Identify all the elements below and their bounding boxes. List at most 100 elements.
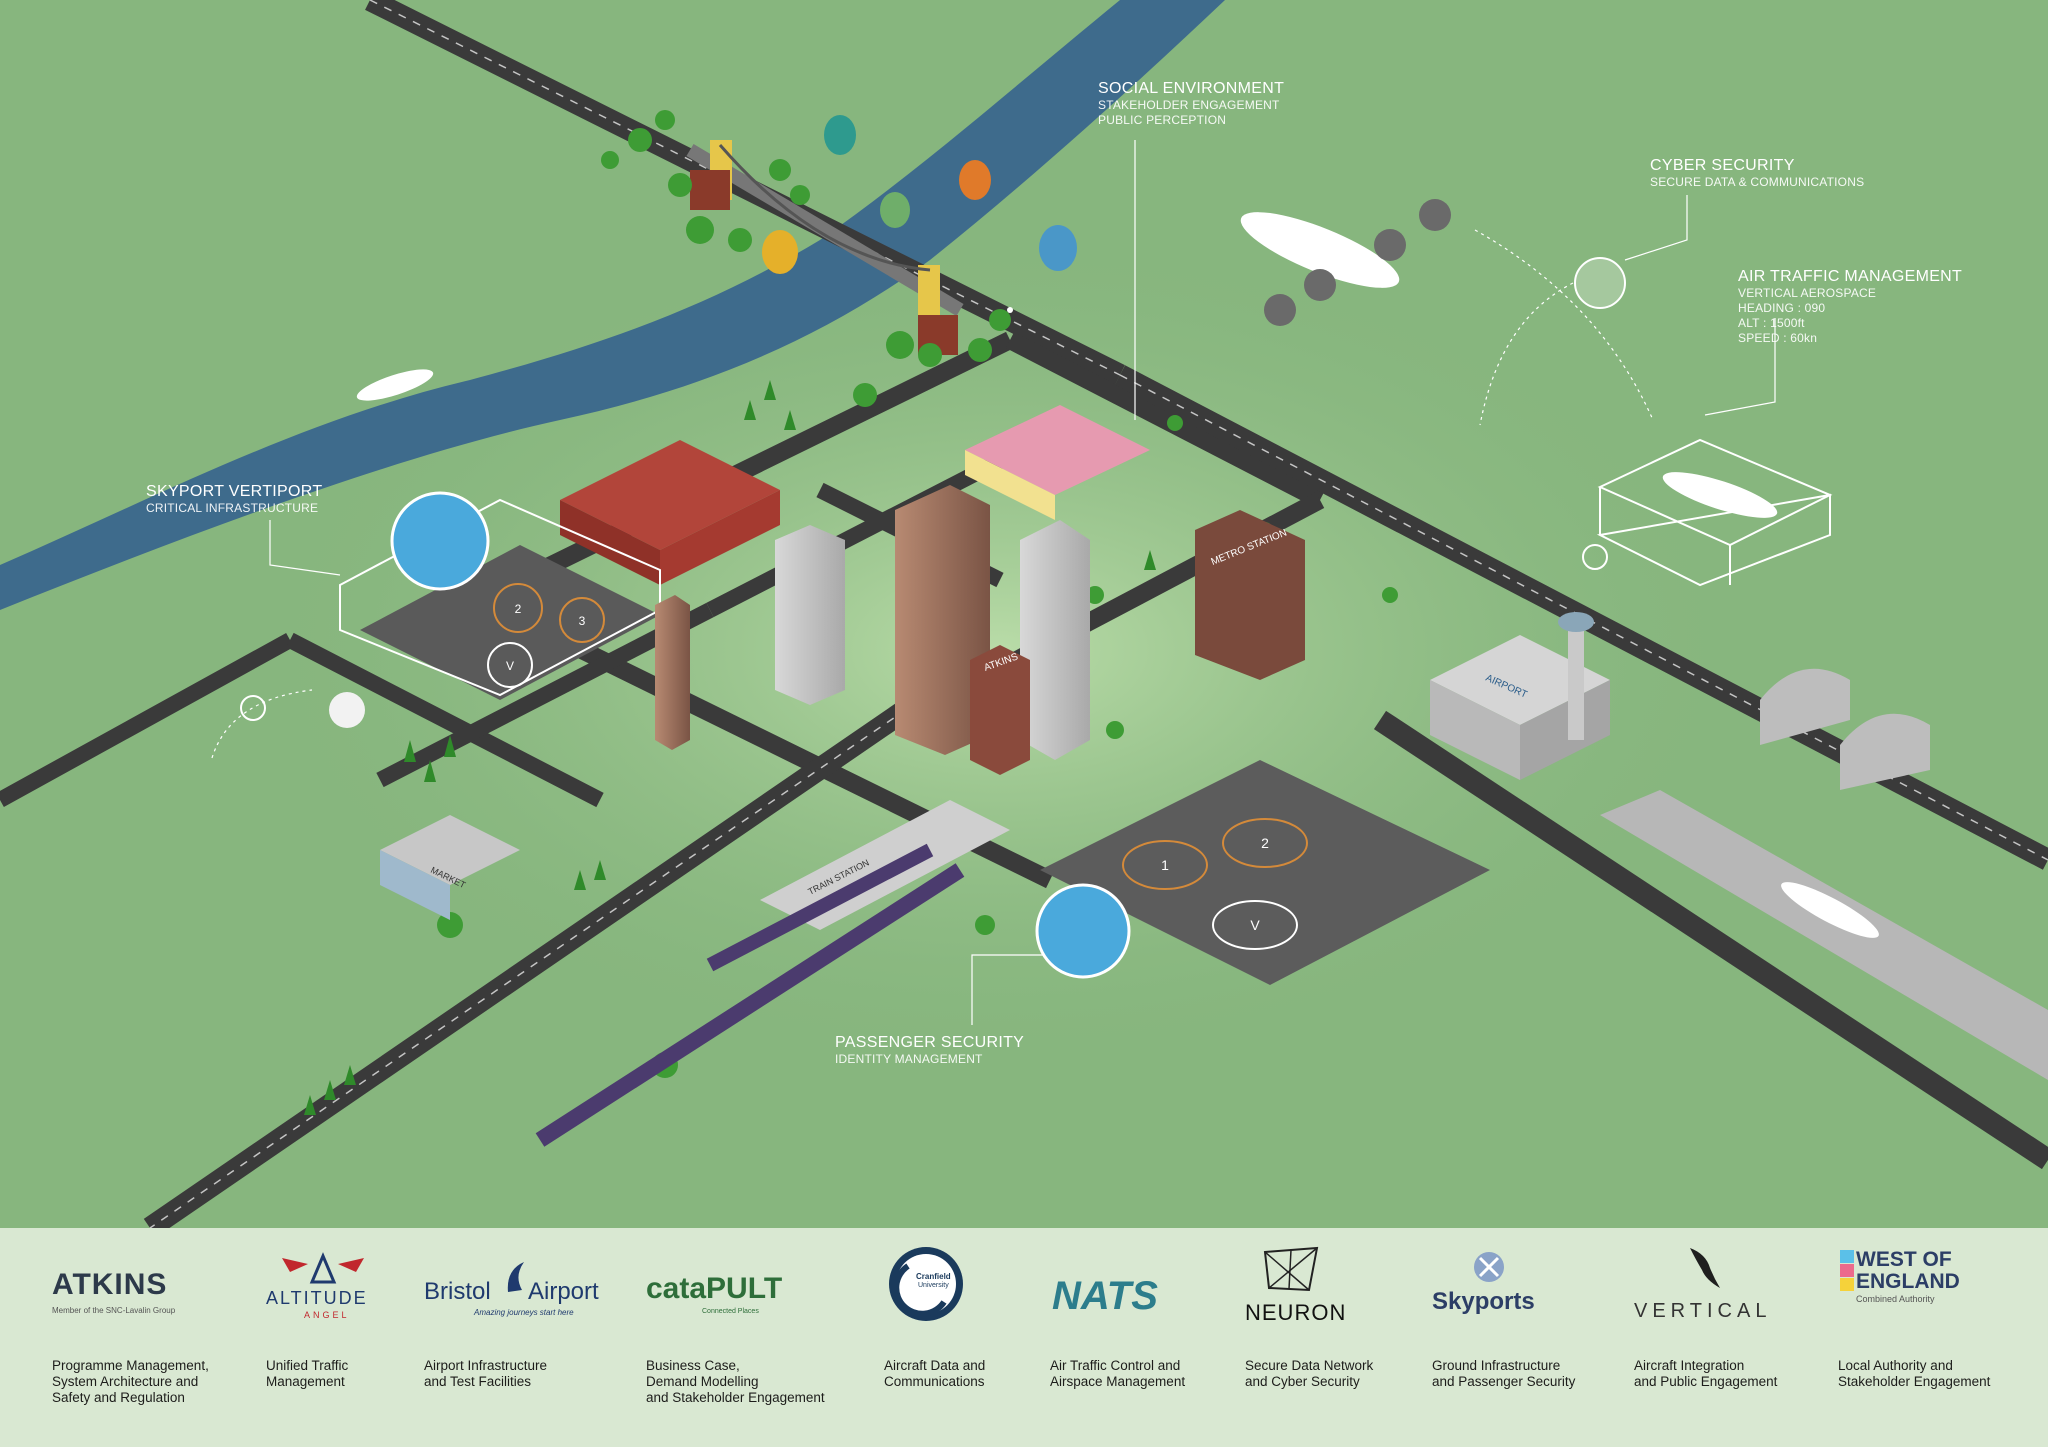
callout-passenger-security: PASSENGER SECURITY IDENTITY MANAGEMENT — [835, 1034, 1024, 1067]
callout-title: PASSENGER SECURITY — [835, 1034, 1025, 1051]
desc-line: Airspace Management — [1050, 1374, 1186, 1389]
pad2-label-v: V — [1250, 917, 1260, 933]
partner-nats: NATS Air Traffic Control and Airspace Ma… — [1050, 1228, 1210, 1447]
bristol-swirl-icon — [507, 1262, 524, 1292]
skyport-vertiport-right: 1 2 V — [1040, 760, 1490, 985]
pad2-label-2: 2 — [1261, 835, 1269, 851]
desc-line: Programme Management, — [52, 1358, 209, 1373]
callout-line: SECURE DATA & COMMUNICATIONS — [1650, 175, 1865, 189]
trees — [437, 110, 1398, 1078]
callout-title: AIR TRAFFIC MANAGEMENT — [1738, 268, 1963, 285]
cranfield-description: Aircraft Data and Communications — [884, 1358, 985, 1390]
bristol-description: Airport Infrastructure and Test Faciliti… — [424, 1358, 547, 1390]
partner-altitude-angel: ALTITUDE ANGEL Unified Traffic Managemen… — [266, 1228, 396, 1447]
river — [0, 0, 1225, 610]
west-of-england-logo: WEST OF ENGLAND Combined Authority — [1838, 1248, 2048, 1336]
vertical-bird-icon — [1690, 1248, 1720, 1288]
cranfield-crest-icon — [889, 1247, 963, 1321]
callout-line: ALT : 1500ft — [1738, 316, 1805, 330]
desc-line: and Passenger Security — [1432, 1374, 1576, 1389]
nats-logo: NATS — [1050, 1250, 1270, 1336]
desc-line: Communications — [884, 1374, 985, 1389]
skyports-drone-icon — [1474, 1252, 1504, 1282]
atkins-logo: ATKINS Member of the SNC-Lavalin Group — [52, 1250, 272, 1336]
callout-line: STAKEHOLDER ENGAGEMENT — [1098, 98, 1280, 112]
desc-line: System Architecture and — [52, 1374, 199, 1389]
security-icons — [240, 257, 1626, 728]
partner-skyports: Skyports Ground Infrastructure and Passe… — [1432, 1228, 1592, 1447]
cranfield-logo-sub: University — [918, 1282, 949, 1289]
callout-air-traffic-management: AIR TRAFFIC MANAGEMENT VERTICAL AEROSPAC… — [1738, 268, 1962, 346]
terraced-houses — [560, 405, 1150, 585]
desc-line: Safety and Regulation — [52, 1390, 185, 1405]
conifers — [304, 380, 1156, 1115]
airport-terminal: AIRPORT — [1430, 612, 1610, 780]
desc-line: Local Authority and — [1838, 1358, 1953, 1373]
atkins-description: Programme Management, System Architectur… — [52, 1358, 209, 1406]
partner-bristol-airport: Bristol Airport Amazing journeys start h… — [424, 1228, 604, 1447]
woe-description: Local Authority and Stakeholder Engageme… — [1838, 1358, 1990, 1390]
desc-line: Unified Traffic — [266, 1358, 349, 1373]
hot-air-balloons — [762, 115, 1077, 274]
train-station: TRAIN STATION — [535, 800, 1010, 1147]
desc-line: Air Traffic Control and — [1050, 1358, 1181, 1373]
hangars — [1760, 668, 1930, 790]
nats-logo-text: NATS — [1052, 1274, 1158, 1318]
partner-cranfield: Cranfield University Aircraft Data and C… — [884, 1228, 1014, 1447]
catapult-logo-sub: Connected Places — [702, 1308, 759, 1315]
desc-line: Airport Infrastructure — [424, 1358, 548, 1373]
callout-connectors — [211, 140, 1776, 1025]
callout-social-environment: SOCIAL ENVIRONMENT STAKEHOLDER ENGAGEMEN… — [1098, 80, 1284, 128]
desc-line: and Cyber Security — [1245, 1374, 1360, 1389]
skyports-logo: Skyports — [1432, 1250, 1652, 1336]
bristol-airport-logo: Bristol Airport Amazing journeys start h… — [424, 1250, 644, 1336]
callout-title: CYBER SECURITY — [1650, 157, 1795, 174]
desc-line: Secure Data Network — [1245, 1358, 1374, 1373]
pad-label-v: V — [506, 659, 514, 673]
callout-line: SPEED : 60kn — [1738, 331, 1818, 345]
smart-city-illustration: 2 3 V 1 2 V ATKINS METRO STATION MARKET … — [0, 0, 2048, 1228]
identity-badges — [390, 491, 1131, 979]
woe-color-blocks-icon — [1840, 1250, 1854, 1291]
market-building: MARKET — [380, 815, 520, 920]
vertical-description: Aircraft Integration and Public Engageme… — [1634, 1358, 1777, 1390]
cranfield-logo-text: Cranfield — [916, 1272, 951, 1281]
desc-line: Demand Modelling — [646, 1374, 759, 1389]
evtol-aircraft — [356, 199, 1879, 938]
bristol-logo-sub: Amazing journeys start here — [474, 1308, 574, 1317]
altitude-angel-logo: ALTITUDE ANGEL — [266, 1250, 486, 1336]
callout-title: SKYPORT VERTIPORT — [146, 483, 323, 500]
skyports-logo-text: Skyports — [1432, 1288, 1535, 1315]
neuron-logo-text: NEURON — [1245, 1300, 1347, 1325]
desc-line: Management — [266, 1374, 345, 1389]
vertical-logo-text: VERTICAL — [1634, 1300, 1772, 1322]
pad-label-2: 2 — [515, 602, 522, 616]
neuron-network-icon — [1263, 1246, 1319, 1292]
partner-footer: ATKINS Member of the SNC-Lavalin Group P… — [0, 1228, 2048, 1447]
desc-line: Ground Infrastructure — [1432, 1358, 1561, 1373]
desc-line: Aircraft Data and — [884, 1358, 986, 1373]
catapult-description: Business Case, Demand Modelling and Stak… — [646, 1358, 825, 1406]
pad-label-3: 3 — [579, 614, 586, 628]
desc-line: and Test Facilities — [424, 1374, 532, 1389]
callout-line: HEADING : 090 — [1738, 301, 1826, 315]
runway — [1600, 790, 2048, 1080]
altitude-logo-text: ALTITUDE — [266, 1288, 368, 1308]
desc-line: and Public Engagement — [1634, 1374, 1778, 1389]
altitude-description: Unified Traffic Management — [266, 1358, 348, 1390]
altitude-angel-wings-icon — [282, 1252, 364, 1284]
desc-line: Stakeholder Engagement — [1838, 1374, 1991, 1389]
desc-line: and Stakeholder Engagement — [646, 1390, 825, 1405]
vertical-logo: VERTICAL — [1634, 1248, 1854, 1336]
air-traffic-box — [1596, 438, 1833, 587]
neuron-logo: NEURON — [1245, 1246, 1465, 1336]
woe-logo-text: WEST OF — [1856, 1248, 1952, 1271]
atkins-logo-text: ATKINS — [52, 1268, 168, 1301]
callout-cyber-security: CYBER SECURITY SECURE DATA & COMMUNICATI… — [1650, 157, 1864, 190]
altitude-logo-sub: ANGEL — [304, 1310, 350, 1320]
catapult-logo-text: cataPULT — [646, 1272, 783, 1305]
callout-line: VERTICAL AEROSPACE — [1738, 286, 1877, 300]
woe-logo-text-2: ENGLAND — [1856, 1270, 1960, 1293]
woe-logo-sub: Combined Authority — [1856, 1294, 1935, 1304]
partner-neuron: NEURON Secure Data Network and Cyber Sec… — [1245, 1228, 1395, 1447]
